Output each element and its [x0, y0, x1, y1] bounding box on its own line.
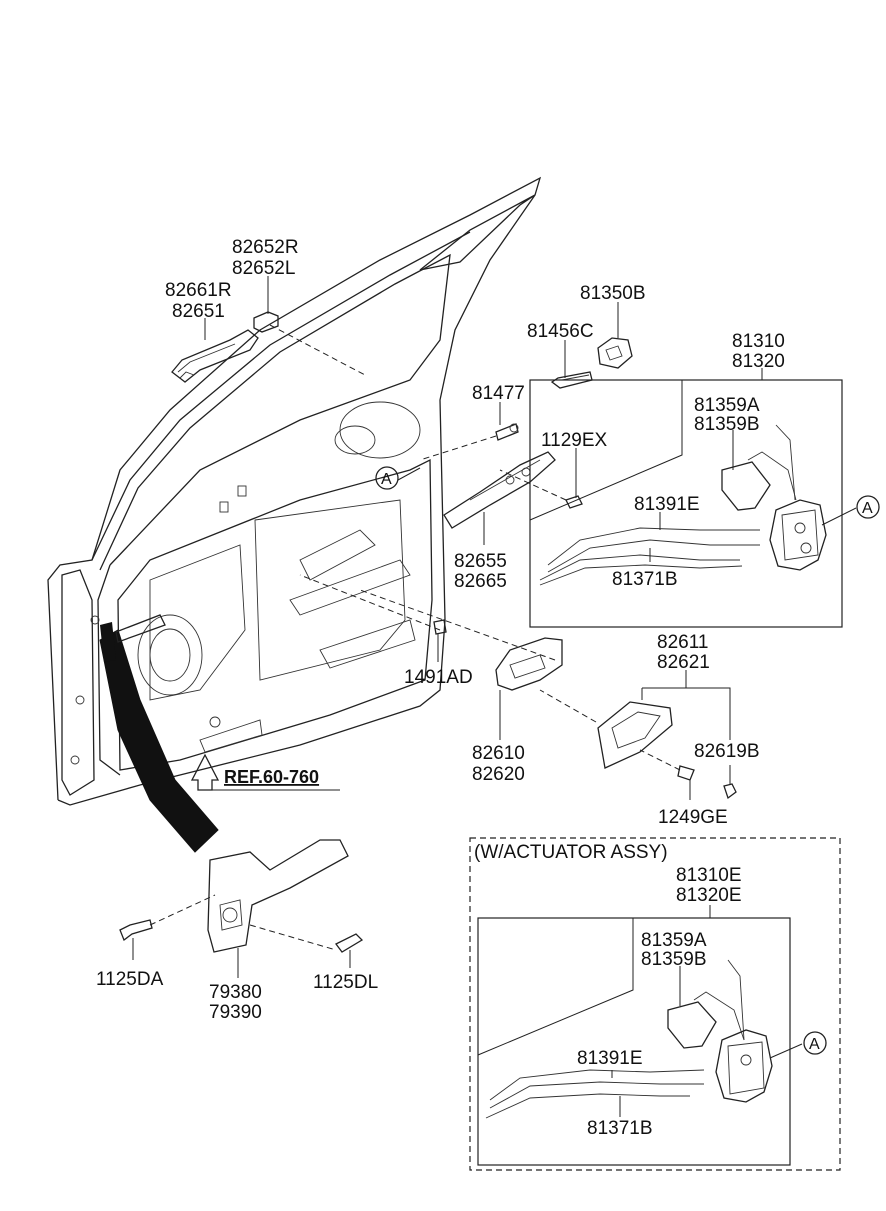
label-82619B: 82619B — [694, 741, 760, 762]
label-81359B-actuator: 81359B — [641, 949, 707, 970]
label-81456C: 81456C — [527, 321, 594, 342]
handle-bezel — [597, 701, 673, 769]
cable-81371B — [539, 554, 740, 581]
actuator-variant-box — [469, 837, 841, 1171]
label-1125DL: 1125DL — [313, 972, 378, 993]
label-1125DA: 1125DA — [96, 969, 164, 990]
ref-arrow — [190, 753, 340, 791]
latch-assy — [769, 499, 827, 571]
check-strap-band — [99, 629, 219, 853]
latch-cover-actuator — [667, 1001, 717, 1049]
leader-lines — [132, 276, 857, 1117]
label-81359B: 81359B — [694, 414, 760, 435]
clip-1491AD — [433, 619, 447, 635]
latch-assy-actuator — [715, 1029, 773, 1103]
part-labels: 82652R 82652L 82661R 82651 81350B 81456C… — [96, 237, 785, 1139]
label-81310: 81310 — [732, 331, 785, 352]
screw-1249GE — [677, 765, 695, 781]
label-79380: 79380 — [209, 982, 262, 1003]
label-81320E: 81320E — [676, 885, 742, 906]
screw-1129EX — [565, 495, 583, 509]
label-81371B: 81371B — [612, 569, 678, 590]
label-82621: 82621 — [657, 652, 710, 673]
screw-81456C — [550, 371, 593, 389]
label-1249GE: 1249GE — [658, 807, 728, 828]
outside-handle-cover — [171, 329, 259, 383]
door-checker — [207, 839, 349, 953]
label-81350B: 81350B — [580, 283, 646, 304]
inside-handle — [495, 637, 563, 691]
label-82620: 82620 — [472, 764, 525, 785]
label-81391E: 81391E — [634, 494, 700, 515]
label-81371B-actuator: 81371B — [587, 1118, 653, 1139]
callout-a-latch-text: A — [862, 500, 873, 517]
label-1491AD: 1491AD — [404, 667, 473, 688]
cable-81391E — [547, 527, 760, 566]
callout-a-actuator: A — [803, 1031, 827, 1055]
label-79390: 79390 — [209, 1002, 262, 1023]
latch-rod — [747, 451, 797, 501]
callout-a-door-text: A — [381, 471, 392, 488]
label-82610: 82610 — [472, 743, 525, 764]
label-82611: 82611 — [657, 632, 708, 653]
label-81359A-actuator: 81359A — [641, 930, 707, 951]
callout-a-latch: A — [856, 495, 880, 519]
label-82652L: 82652L — [232, 258, 295, 279]
latch-group-box — [529, 379, 843, 628]
label-ref: REF.60-760 — [224, 767, 319, 787]
door-panel — [47, 176, 542, 806]
label-81359A: 81359A — [694, 395, 760, 416]
inside-handle-bracket — [443, 451, 556, 529]
label-actuator-note: (W/ACTUATOR ASSY) — [474, 842, 668, 863]
bolt-1125DA — [119, 919, 153, 942]
label-81310E: 81310E — [676, 865, 742, 886]
label-82661R: 82661R — [165, 280, 232, 301]
label-82655: 82655 — [454, 551, 507, 572]
callout-a-actuator-text: A — [809, 1036, 820, 1053]
label-81391E-actuator: 81391E — [577, 1048, 643, 1069]
screw-81477 — [495, 423, 519, 441]
check-strap-bracket — [100, 622, 116, 662]
label-1129EX: 1129EX — [541, 430, 608, 451]
striker — [597, 337, 633, 369]
label-82665: 82665 — [454, 571, 507, 592]
bolt-1125DL — [335, 933, 364, 953]
callout-a-door: A — [375, 466, 399, 490]
label-82651: 82651 — [172, 301, 225, 322]
cap-82619B — [723, 783, 737, 800]
latch-cover — [721, 461, 771, 511]
label-81477: 81477 — [472, 383, 525, 404]
label-81320: 81320 — [732, 351, 785, 372]
label-82652R: 82652R — [232, 237, 299, 258]
